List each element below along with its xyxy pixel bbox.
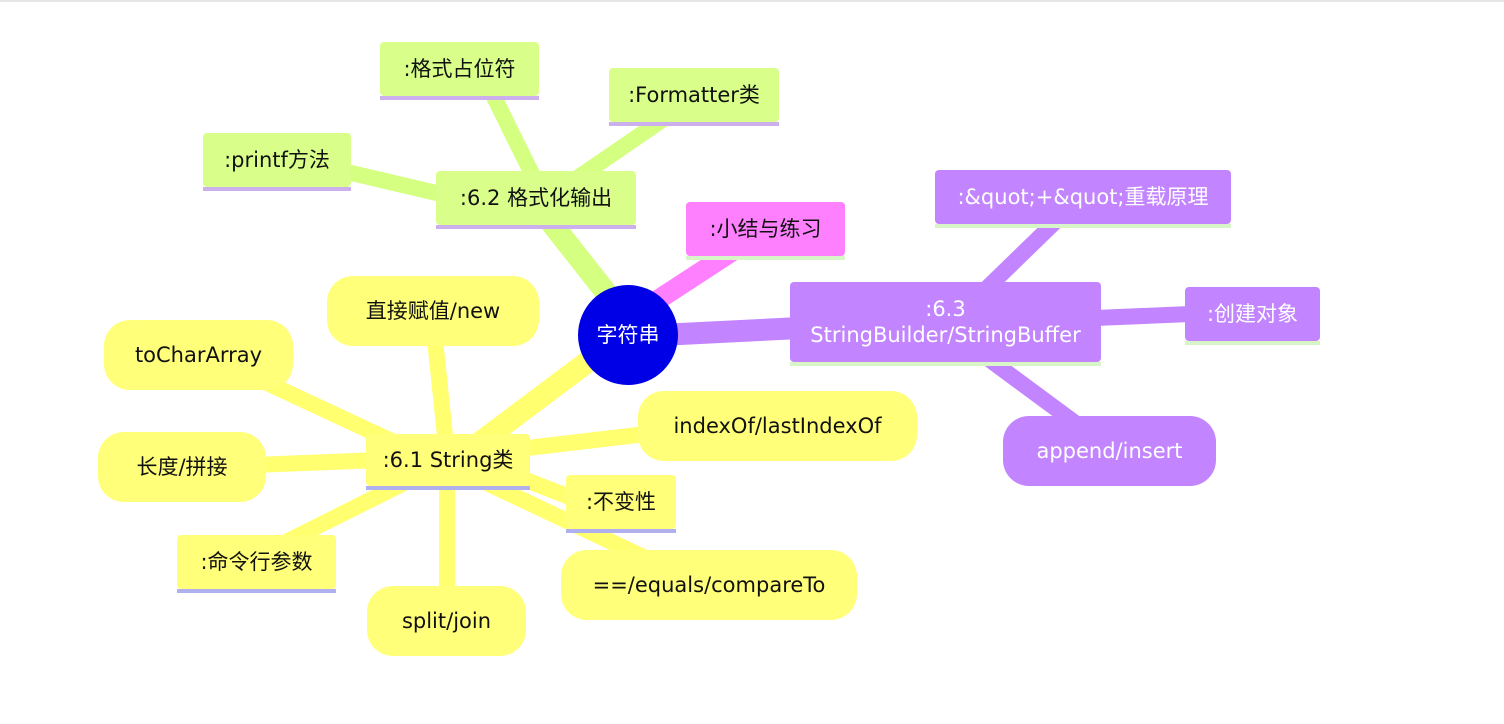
node-indexof-lastindexof[interactable]: indexOf/lastIndexOf	[638, 391, 917, 461]
node-immutability[interactable]: :不变性	[566, 475, 676, 533]
builder-label-line1: :6.3	[925, 297, 966, 321]
node-format-placeholder[interactable]: :格式占位符	[380, 42, 539, 100]
node-plus-overload[interactable]: :&quot;+&quot;重载原理	[935, 170, 1231, 228]
node-string-class[interactable]: :6.1 String类	[366, 434, 530, 490]
edge-root-builder	[649, 317, 811, 346]
node-stringbuilder[interactable]: :6.3 StringBuilder/StringBuffer	[790, 282, 1101, 366]
root-label: 字符串	[596, 323, 660, 347]
node-printf-method[interactable]: :printf方法	[203, 133, 351, 191]
edge-builder-overload	[977, 214, 1063, 298]
node-format-output[interactable]: :6.2 格式化输出	[436, 171, 636, 229]
edge-builder-append	[982, 352, 1086, 433]
node-summary[interactable]: :小结与练习	[686, 202, 845, 260]
node-formatter-class[interactable]: :Formatter类	[609, 68, 779, 126]
node-length-concat[interactable]: 长度/拼接	[98, 432, 266, 502]
node-direct-assign-new[interactable]: 直接赋值/new	[327, 276, 539, 346]
edge-root-format	[534, 204, 623, 311]
top-border	[0, 0, 1504, 2]
node-tochararray[interactable]: toCharArray	[104, 320, 293, 390]
node-equals-compareto[interactable]: ==/equals/compareTo	[561, 550, 857, 620]
root-node[interactable]: 字符串	[578, 285, 678, 385]
builder-label-line2: StringBuilder/StringBuffer	[810, 323, 1081, 347]
node-append-insert[interactable]: append/insert	[1003, 416, 1216, 486]
edge-builder-create	[1087, 306, 1198, 326]
node-split-join[interactable]: split/join	[367, 586, 526, 656]
node-command-line-args[interactable]: :命令行参数	[177, 535, 336, 593]
node-create-object[interactable]: :创建对象	[1185, 287, 1320, 345]
